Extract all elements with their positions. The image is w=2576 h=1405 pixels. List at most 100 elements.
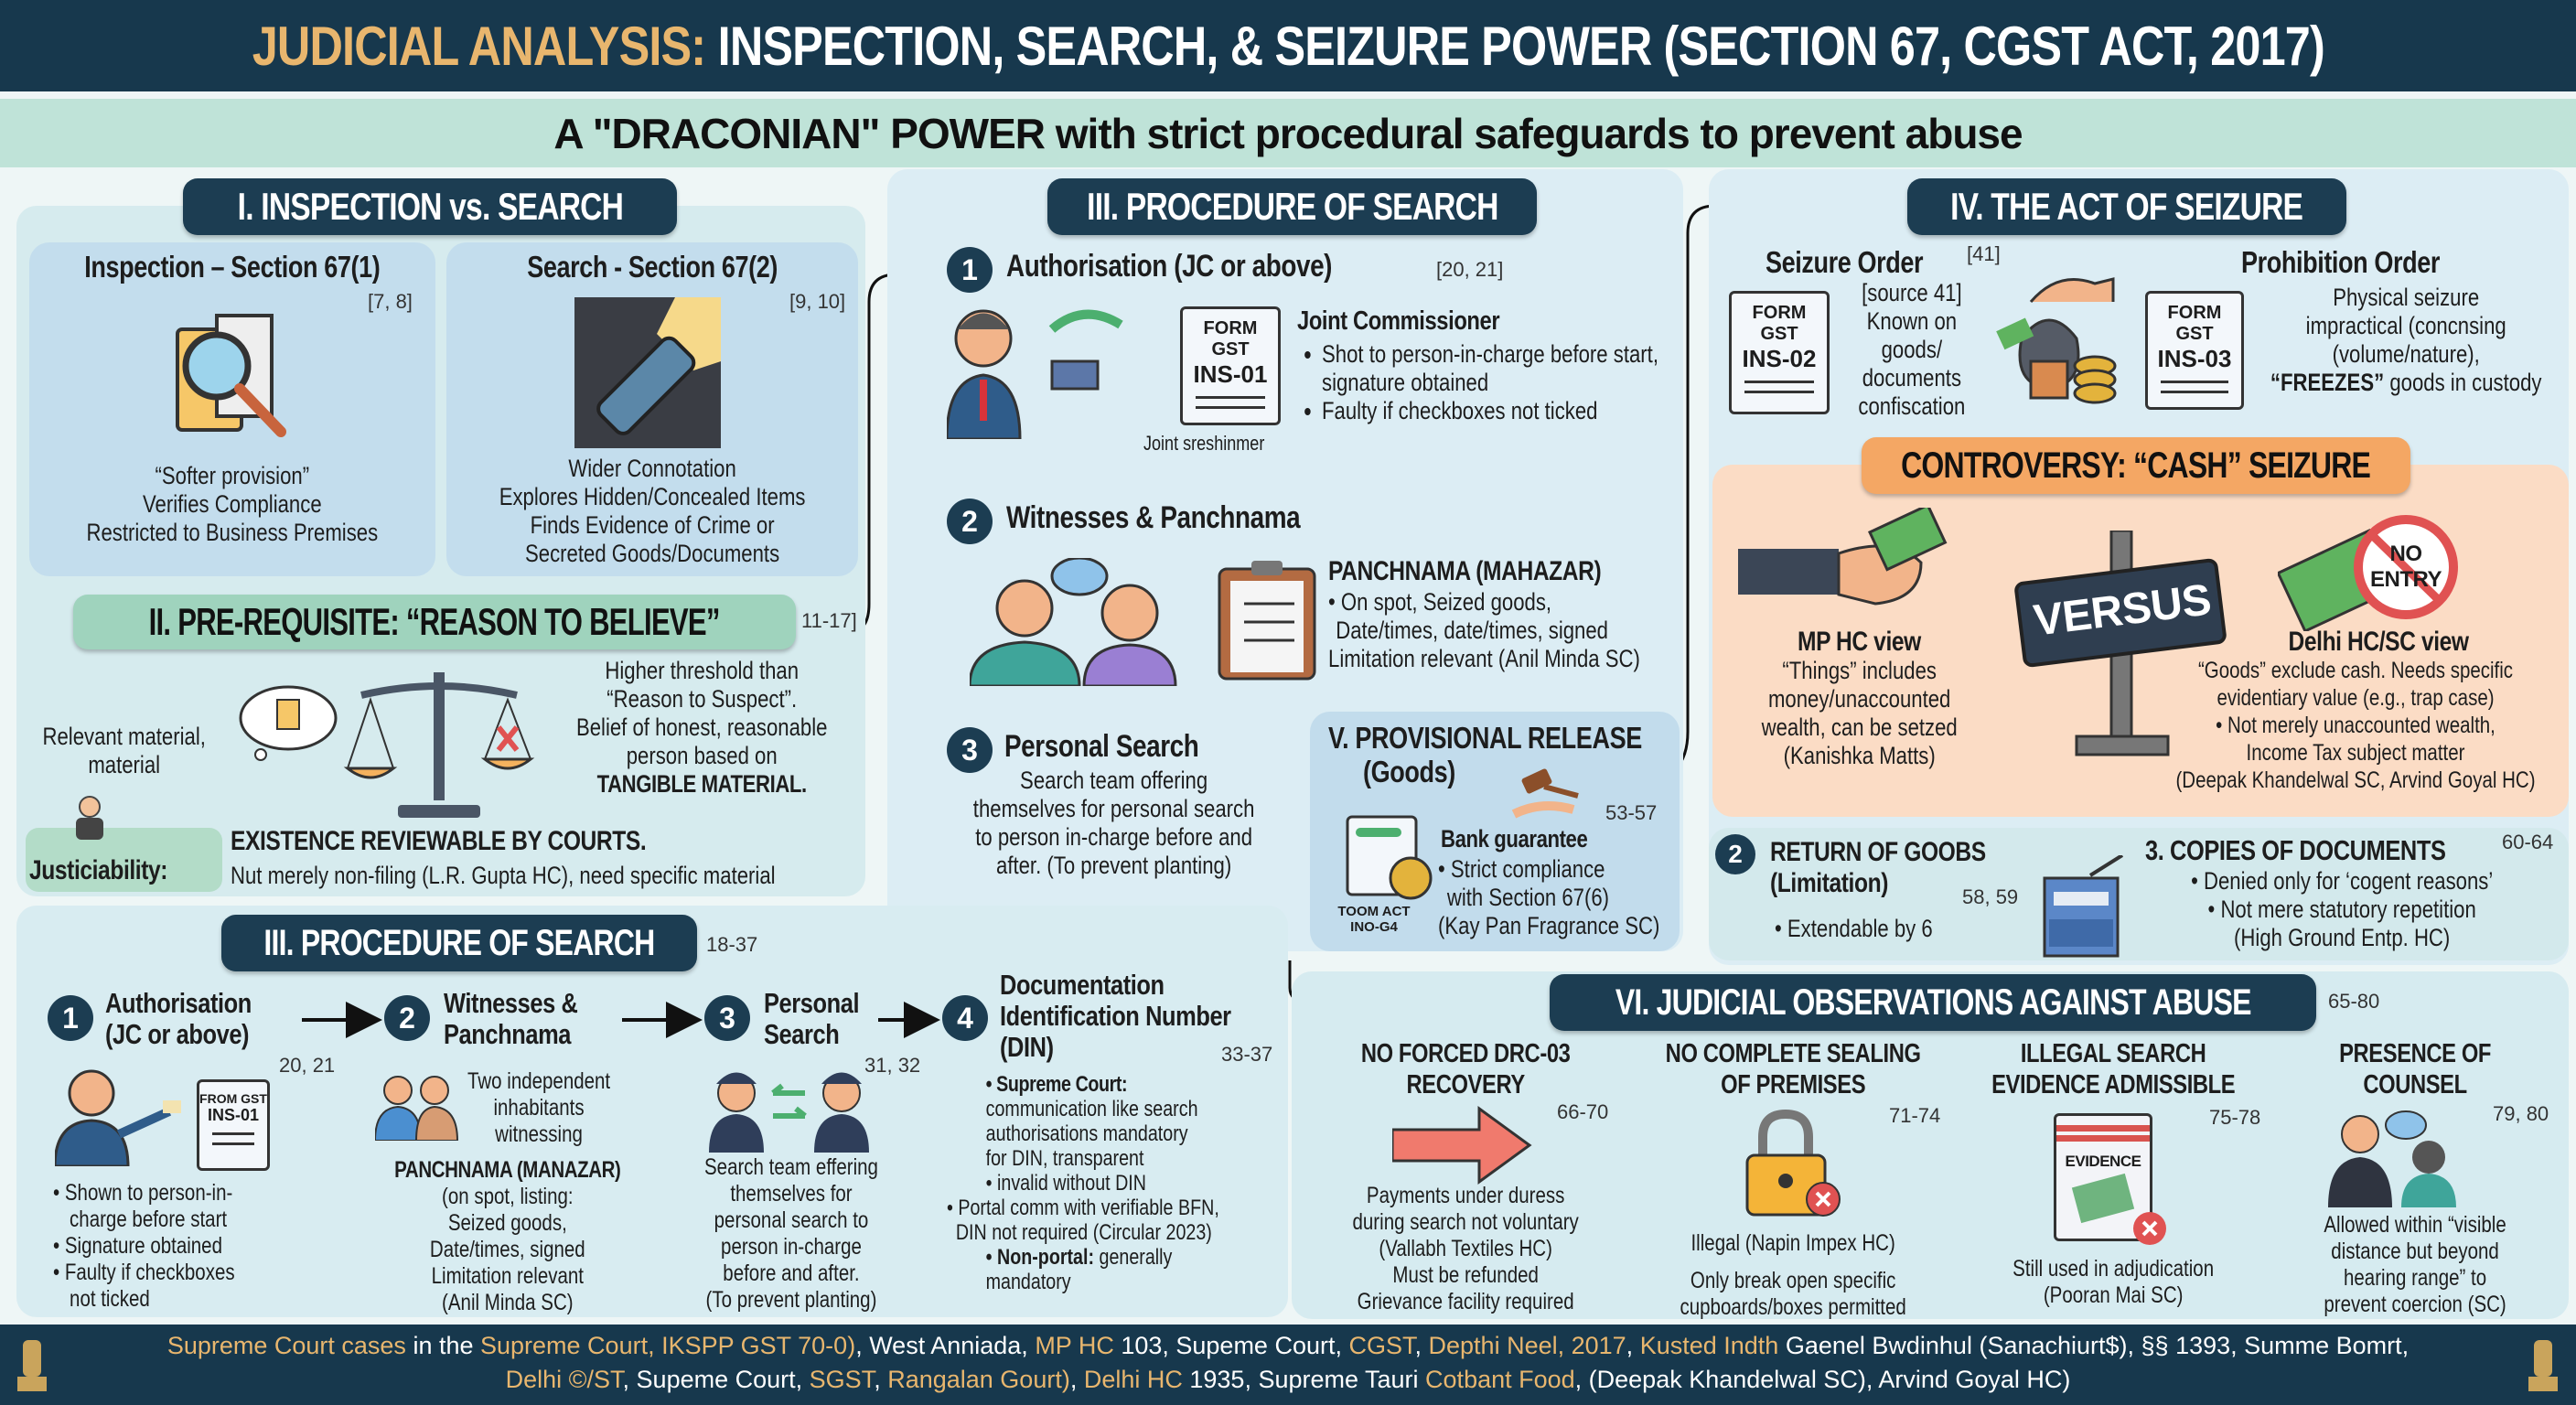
step-heading: Personal [764,987,860,1019]
release-line: (Kay Pan Fragrance SC) [1438,912,1660,939]
step1-heading: Authorisation (JC or above) [1006,249,1333,284]
copies-line: (High Ground Entp. HC) [2234,924,2451,951]
section5-title: V. PROVISIONAL RELEASE [1328,721,1642,755]
panchnama-line: Date/times, date/times, signed [1336,617,1609,644]
footer-citation-segment: Rangalan Gourt) [887,1366,1070,1393]
din-line: authorisations mandatory [985,1121,1188,1146]
footer-citation-segment: , [1414,1332,1429,1359]
step1-bullet: • Faulty if checkboxes [53,1260,235,1285]
footer-citations: Supreme Court cases in the Supreme Court… [0,1325,2576,1405]
relevant-material-line: material [88,751,161,778]
return-and-copies [1709,828,2569,960]
joint-commissioner-heading: Joint Commissioner [1297,306,1500,336]
officer-icon [947,309,1123,439]
observation-ref: 75-78 [2209,1106,2261,1129]
inspection-line: Verifies Compliance [142,490,322,518]
search-heading: Search - Section 67(2) [527,250,778,284]
footer-line-2: Delhi ©/ST, Supeme Court, SGST, Rangalan… [73,1366,2503,1394]
footer-citation-segment: in the [405,1332,480,1359]
doc-caption: INO-G4 [1350,919,1398,935]
form-caption: Joint sreshinmer [1143,432,1265,455]
witness-line: witnessing [495,1121,583,1147]
non-portal-text: generally [1094,1245,1173,1270]
personal-search-line: person in-charge [721,1234,862,1260]
step1-bullet: not ticked [70,1286,150,1312]
clipboard-icon [1218,561,1316,681]
tangible-material-text: TANGIBLE MATERIAL. [596,770,808,798]
observation-ref: 71-74 [1889,1104,1941,1127]
section2-title: II. PRE-REQUISITE: “REASON TO BELIEVE” [73,595,796,649]
section2-ref: 11-17] [801,609,857,632]
gavel-hand-icon [1511,768,1579,819]
non-portal-label: • Non-portal: [985,1245,1095,1270]
non-portal-text: mandatory [985,1270,1071,1294]
section3-bottom-title-text: III. PROCEDURE OF SEARCH [263,922,655,963]
section4-title-text: IV. THE ACT OF SEIZURE [1950,185,2303,228]
bank-guarantee-heading: Bank guarantee [1441,825,1588,853]
return-goods-heading: RETURN OF GOOBS [1770,837,1986,867]
title-accent: JUDICIAL ANALYSIS: [252,15,705,77]
step-number: 2 [947,499,993,544]
step-heading: (DIN) [1000,1031,1054,1063]
photocopier-icon [2043,855,2124,958]
observation-ref: 66-70 [1557,1100,1609,1123]
step1-bullet: • Signature obtained [53,1233,222,1259]
section6-title: VI. JUDICIAL OBSERVATIONS AGAINST ABUSE [1550,974,2316,1031]
scales-of-justice-icon [343,672,535,818]
no-entry-text: ENTRY [2370,567,2442,592]
seizure-line: [source 41] [1862,279,1962,306]
step-ref: 33-37 [1221,1043,1273,1066]
justiciability-badge [26,828,222,892]
din-line: • invalid without DIN [985,1171,1146,1196]
panchnama-line: Limitation relevant [431,1263,584,1289]
mp-hc-line: wealth, can be setzed [1761,713,1958,741]
freezes-text: “FREEZES” [2270,369,2385,396]
footer-citation-segment: , (Deepak Khandelwal SC), Arvind Goyal H… [1574,1366,2071,1393]
page-subtitle: A "DRACONIAN" POWER with strict procedur… [0,99,2576,167]
personal-search-line: before and after. [723,1260,860,1286]
witnesses-icon [970,558,1177,686]
controversy-title: CONTROVERSY: “CASH” SEIZURE [1862,437,2410,494]
mp-hc-line: money/unaccounted [1767,685,1951,713]
section1-title: I. INSPECTION vs. SEARCH [183,178,677,235]
search-line: Explores Hidden/Concealed Items [499,483,806,510]
seizure-order-ref: [41] [1967,242,2001,265]
threshold-line: “Reason to Suspect”. [606,685,798,713]
seizure-line: confiscation [1858,392,1966,420]
step-heading: Panchnama [444,1018,572,1050]
hand-with-cash-icon [1738,508,1948,606]
footer-citation-segment: Kusted Indth [1639,1332,1779,1359]
footer-citation-segment: CGST [1348,1332,1415,1359]
step-heading: Search [764,1018,840,1050]
footer-citation-segment: 103, Supeme Court, [1113,1332,1349,1359]
step-number: 3 [704,995,750,1041]
controversy-title-text: CONTROVERSY: “CASH” SEIZURE [1901,445,2372,486]
seized-goods-icon [1996,277,2117,404]
relevant-material-line: Relevant material, [42,723,206,750]
search-team-icon [709,1072,869,1153]
footer-citation-segment: Depthi Neel, 2017 [1428,1332,1626,1359]
din-line: for DIN, transparent [985,1146,1144,1171]
step-number: 3 [947,727,993,773]
seizure-line: goods/ [1881,336,1943,363]
prohibition-order-heading: Prohibition Order [2241,245,2441,279]
page-title: INSPECTION, SEARCH, & SEIZURE POWER (SEC… [717,15,2324,77]
step-number: 2 [1715,834,1755,874]
evidence-label: EVIDENCE [2065,1153,2141,1170]
step-number: 1 [947,247,993,293]
footer-citation-segment: , Supeme Court, [622,1366,810,1393]
step-heading: Documentation [1000,969,1165,1001]
observation-ref: 79, 80 [2493,1102,2549,1125]
step1-bullet: charge before start [70,1207,228,1232]
panchnama-line: (on spot, listing: [442,1184,574,1209]
delhi-hc-line: (Deepak Khandelwal SC, Arvind Goyal HC) [2175,767,2536,793]
no-entry-text: NO [2389,542,2423,566]
thought-bubble-icon [239,685,338,761]
